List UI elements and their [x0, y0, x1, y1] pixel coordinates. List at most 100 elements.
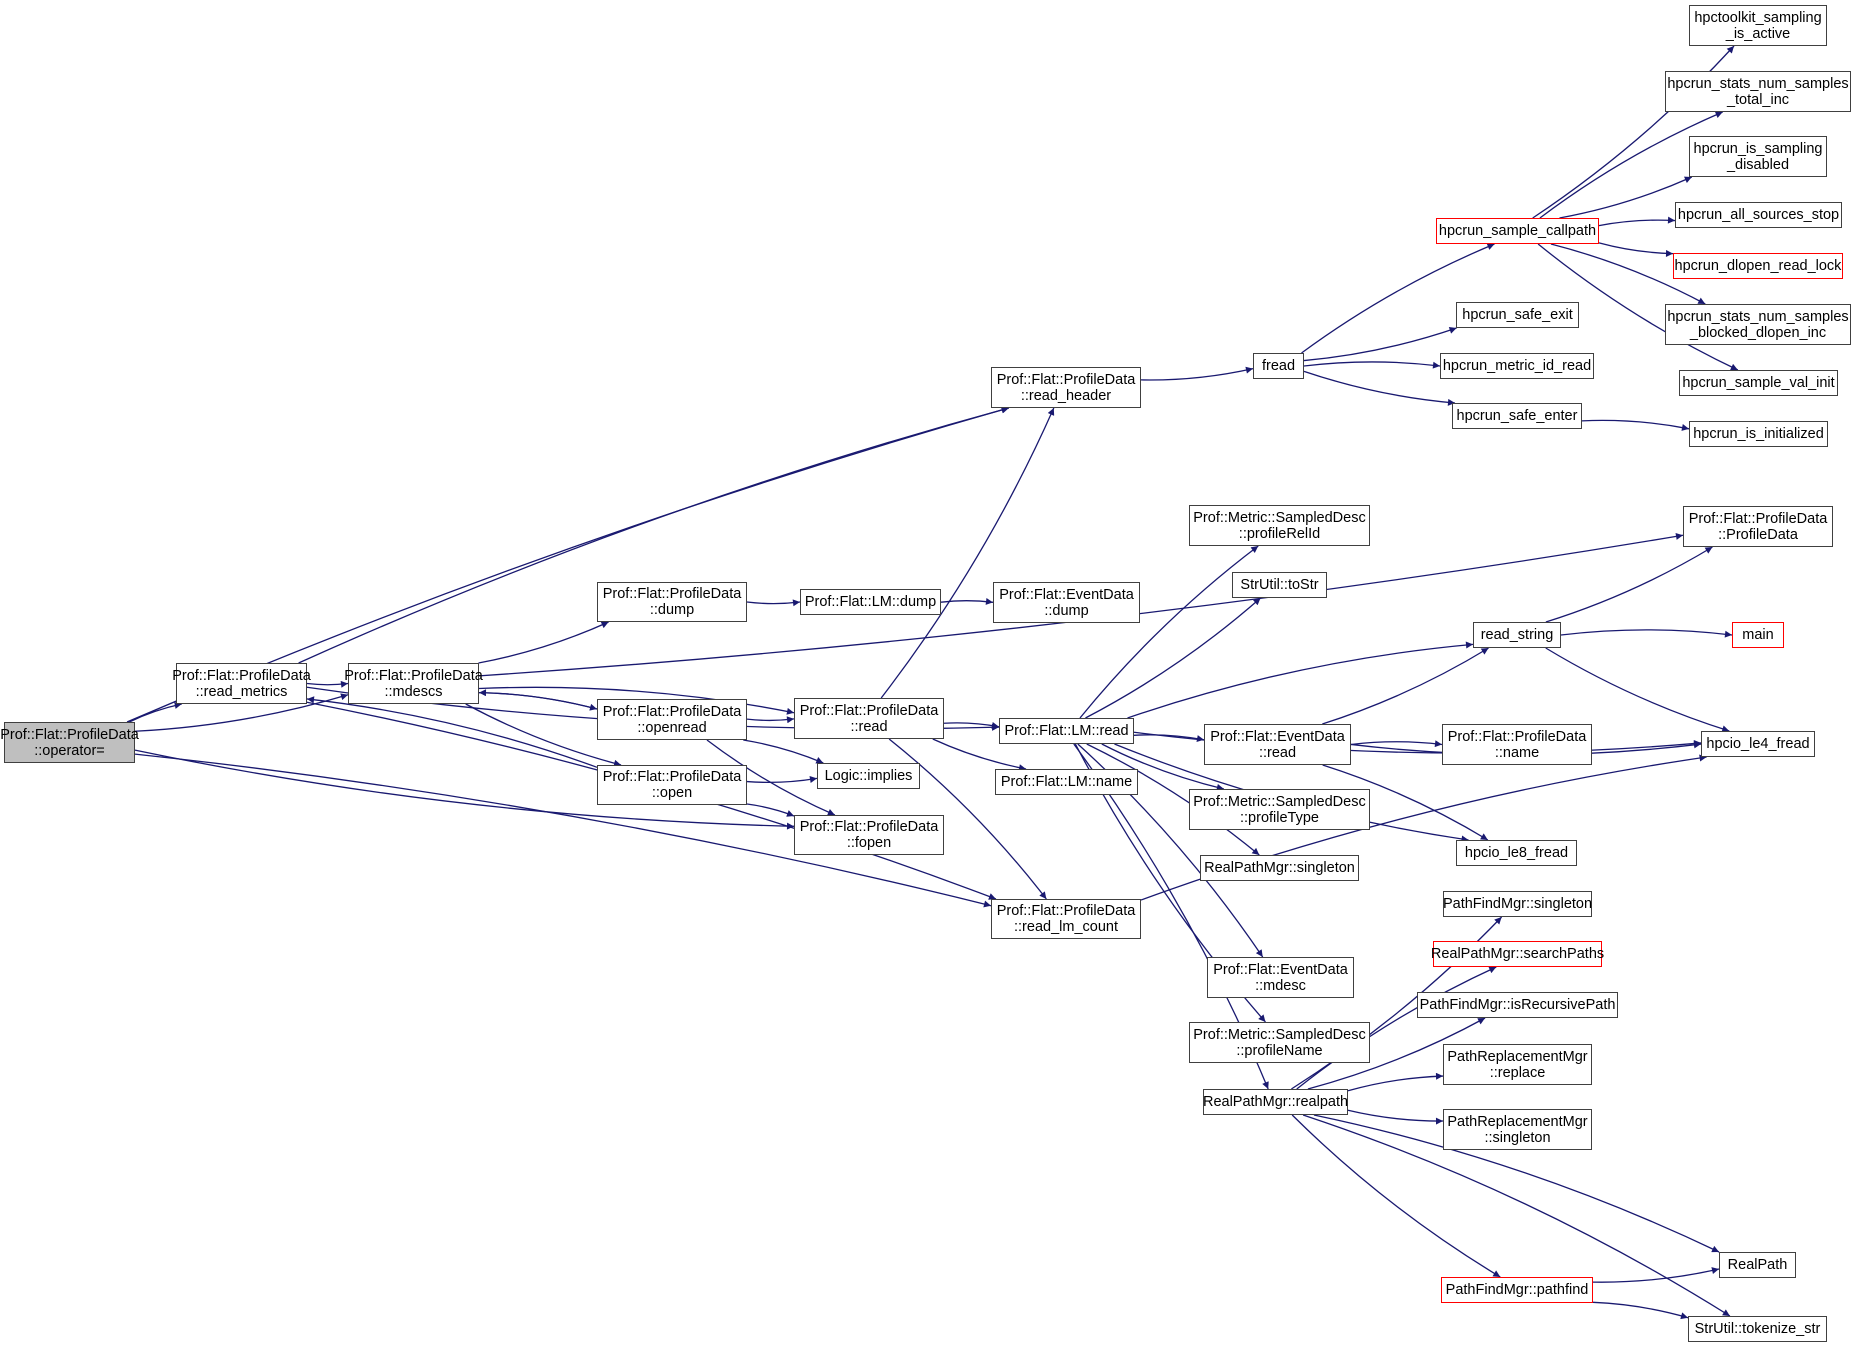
call-edge-pathfind-to-tokenize_str [1592, 1301, 1689, 1320]
node-profiledata-name[interactable]: Prof::Flat::ProfileData::name [1442, 724, 1592, 765]
node-read-string[interactable]: read_string [1473, 622, 1561, 648]
call-edge-op_assign-to-read_metrics [128, 702, 182, 723]
node-hpcrun-dlopen-read-lock[interactable]: hpcrun_dlopen_read_lock [1673, 253, 1843, 279]
node-profiledata-mdescs[interactable]: Prof::Flat::ProfileData::mdescs [344, 663, 483, 704]
node-profiledata-read-header[interactable]: Prof::Flat::ProfileData::read_header [991, 367, 1141, 408]
node-label-line: hpcrun_sample_val_init [1682, 375, 1835, 391]
node-strutil-tostr[interactable]: StrUtil::toStr [1232, 572, 1327, 598]
node-eventdata-read[interactable]: Prof::Flat::EventData::read [1204, 724, 1351, 765]
node-label-line: ::name [1494, 744, 1540, 761]
node-pathfindmgr-pathfind[interactable]: PathFindMgr::pathfind [1441, 1277, 1593, 1303]
node-sampleddesc-profiletype[interactable]: Prof::Metric::SampledDesc::profileType [1189, 789, 1370, 830]
call-edge-read_metrics-to-read_header [298, 406, 1010, 664]
call-edge-realpath-to-isRecursivePath [1307, 1017, 1486, 1090]
node-profiledata-open[interactable]: Prof::Flat::ProfileData::open [597, 765, 747, 805]
node-hpcrun-sample-callpath[interactable]: hpcrun_sample_callpath [1436, 218, 1599, 244]
node-profiledata-read-lm-count[interactable]: Prof::Flat::ProfileData::read_lm_count [991, 899, 1141, 939]
node-eventdata-mdesc[interactable]: Prof::Flat::EventData::mdesc [1207, 957, 1354, 998]
node-strutil-tokenize-str[interactable]: StrUtil::tokenize_str [1688, 1316, 1827, 1342]
node-label-line: StrUtil::tokenize_str [1694, 1321, 1821, 1337]
call-edge-realpath-to-tokenize_str [1302, 1114, 1731, 1317]
node-label-line: Prof::Flat::EventData [1213, 961, 1348, 978]
node-label-line: ::mdesc [1255, 977, 1306, 994]
node-label-line: PathReplacementMgr [1447, 1113, 1588, 1130]
node-label-line: StrUtil::toStr [1240, 577, 1319, 593]
node-label-line: ::singleton [1484, 1129, 1551, 1146]
node-fread[interactable]: fread [1253, 353, 1304, 379]
node-profiledata-dump[interactable]: Prof::Flat::ProfileData::dump [597, 582, 747, 622]
node-hpcrun-safe-exit[interactable]: hpcrun_safe_exit [1456, 302, 1579, 328]
node-hpcio-le4-fread[interactable]: hpcio_le4_fread [1701, 731, 1815, 757]
node-label-line: Prof::Flat::ProfileData [172, 667, 311, 684]
node-profiledata-openread[interactable]: Prof::Flat::ProfileData::openread [597, 699, 747, 740]
node-logic-implies[interactable]: Logic::implies [817, 763, 920, 789]
node-hpcrun-stats-total-inc[interactable]: hpcrun_stats_num_samples_total_inc [1665, 71, 1851, 112]
call-edge-open-to-read_metrics [306, 696, 598, 768]
node-lm-dump[interactable]: Prof::Flat::LM::dump [800, 589, 941, 615]
node-label-line: hpcio_le8_fread [1464, 845, 1569, 861]
call-edge-mdescs-to-pd_read [478, 686, 795, 715]
node-pathfindmgr-singleton[interactable]: PathFindMgr::singleton [1443, 891, 1592, 917]
node-eventdata-dump[interactable]: Prof::Flat::EventData::dump [993, 582, 1140, 623]
node-label-line: main [1742, 627, 1774, 643]
node-hpcio-le8-fread[interactable]: hpcio_le8_fread [1456, 840, 1577, 866]
call-edge-read_header-to-fread [1140, 366, 1254, 381]
call-edge-realpath-to-RealPath [1313, 1114, 1720, 1253]
node-main[interactable]: main [1732, 622, 1784, 648]
call-edge-openread-to-pd_read [746, 716, 795, 724]
node-realpathmgr-singleton[interactable]: RealPathMgr::singleton [1200, 855, 1359, 881]
node-label-line: read_string [1480, 627, 1554, 643]
call-edge-lm_read-to-read_string [1127, 641, 1474, 719]
node-pathreplacementmgr-singleton[interactable]: PathReplacementMgr::singleton [1443, 1109, 1592, 1150]
node-label-line: ::open [651, 785, 693, 801]
node-label-line: PathFindMgr::pathfind [1445, 1282, 1589, 1298]
call-edge-lm_read-to-ed_read [1133, 734, 1205, 742]
call-edge-sample_callpath-to-sampling_active [1532, 45, 1735, 219]
node-hpcrun-is-sampling-disabled[interactable]: hpcrun_is_sampling_disabled [1689, 136, 1827, 177]
call-edge-pd_read-to-read_header [880, 407, 1055, 699]
node-hpctoolkit-sampling-is-active[interactable]: hpctoolkit_sampling_is_active [1689, 5, 1827, 46]
call-edge-safe_enter-to-is_initialized [1581, 419, 1690, 431]
call-edge-read_string-to-pd_ctor [1545, 546, 1713, 623]
call-edge-lm_read-to-toStr [1085, 597, 1261, 719]
node-profiledata-constructor[interactable]: Prof::Flat::ProfileData::ProfileData [1683, 506, 1833, 547]
call-edge-openread-to-implies [743, 739, 824, 764]
node-pathreplacementmgr-replace[interactable]: PathReplacementMgr::replace [1443, 1044, 1592, 1085]
node-hpcrun-metric-id-read[interactable]: hpcrun_metric_id_read [1440, 353, 1594, 379]
node-label-line: hpcrun_safe_exit [1462, 307, 1573, 323]
node-realpathmgr-realpath[interactable]: RealPathMgr::realpath [1203, 1089, 1348, 1115]
call-edge-fread-to-metric_id_read [1303, 361, 1441, 369]
node-hpcrun-all-sources-stop[interactable]: hpcrun_all_sources_stop [1675, 202, 1842, 228]
node-label-line: _total_inc [1726, 91, 1790, 108]
node-hpcrun-stats-blocked-dlopen-inc[interactable]: hpcrun_stats_num_samples_blocked_dlopen_… [1665, 304, 1851, 345]
node-label-line: Prof::Metric::SampledDesc [1193, 1026, 1366, 1043]
node-profiledata-fopen[interactable]: Prof::Flat::ProfileData::fopen [794, 815, 944, 855]
node-lm-read[interactable]: Prof::Flat::LM::read [999, 718, 1134, 744]
node-label-line: ::replace [1489, 1064, 1546, 1081]
call-edge-openread-to-fopen [706, 739, 836, 816]
node-hpcrun-safe-enter[interactable]: hpcrun_safe_enter [1452, 403, 1582, 429]
node-label-line: hpcrun_stats_num_samples [1667, 75, 1849, 92]
call-edge-openread-to-mdescs [478, 689, 598, 710]
node-pathfindmgr-isrecursivepath[interactable]: PathFindMgr::isRecursivePath [1417, 992, 1618, 1018]
node-sampleddesc-profilename[interactable]: Prof::Metric::SampledDesc::profileName [1189, 1022, 1370, 1063]
call-edge-open-to-fopen [746, 803, 795, 817]
node-label-line: hpcrun_sample_callpath [1438, 223, 1597, 239]
node-profiledata-read[interactable]: Prof::Flat::ProfileData::read [794, 698, 944, 739]
call-edge-mdescs-to-open [465, 703, 622, 767]
call-edge-ed_read-to-read_string [1322, 647, 1489, 725]
node-label-line: Prof::Flat::ProfileData [344, 667, 483, 684]
call-edge-read_metrics-to-mdescs [306, 680, 349, 688]
node-realpathmgr-searchpaths[interactable]: RealPathMgr::searchPaths [1431, 941, 1604, 967]
node-realpath[interactable]: RealPath [1719, 1252, 1796, 1278]
node-label-line: ::mdescs [384, 683, 443, 700]
node-profiledata-operator-assign: Prof::Flat::ProfileData::operator= [0, 722, 139, 763]
node-hpcrun-sample-val-init[interactable]: hpcrun_sample_val_init [1679, 370, 1838, 396]
call-edge-lm_read-to-ed_mdesc [1077, 743, 1264, 958]
node-lm-name[interactable]: Prof::Flat::LM::name [995, 769, 1138, 795]
node-label-line: ::fopen [846, 835, 892, 851]
node-hpcrun-is-initialized[interactable]: hpcrun_is_initialized [1689, 421, 1828, 447]
node-label-line: hpcrun_is_sampling [1693, 140, 1823, 157]
node-sampleddesc-profilerelid[interactable]: Prof::Metric::SampledDesc::profileRelId [1189, 505, 1370, 546]
node-profiledata-read-metrics[interactable]: Prof::Flat::ProfileData::read_metrics [172, 663, 311, 704]
